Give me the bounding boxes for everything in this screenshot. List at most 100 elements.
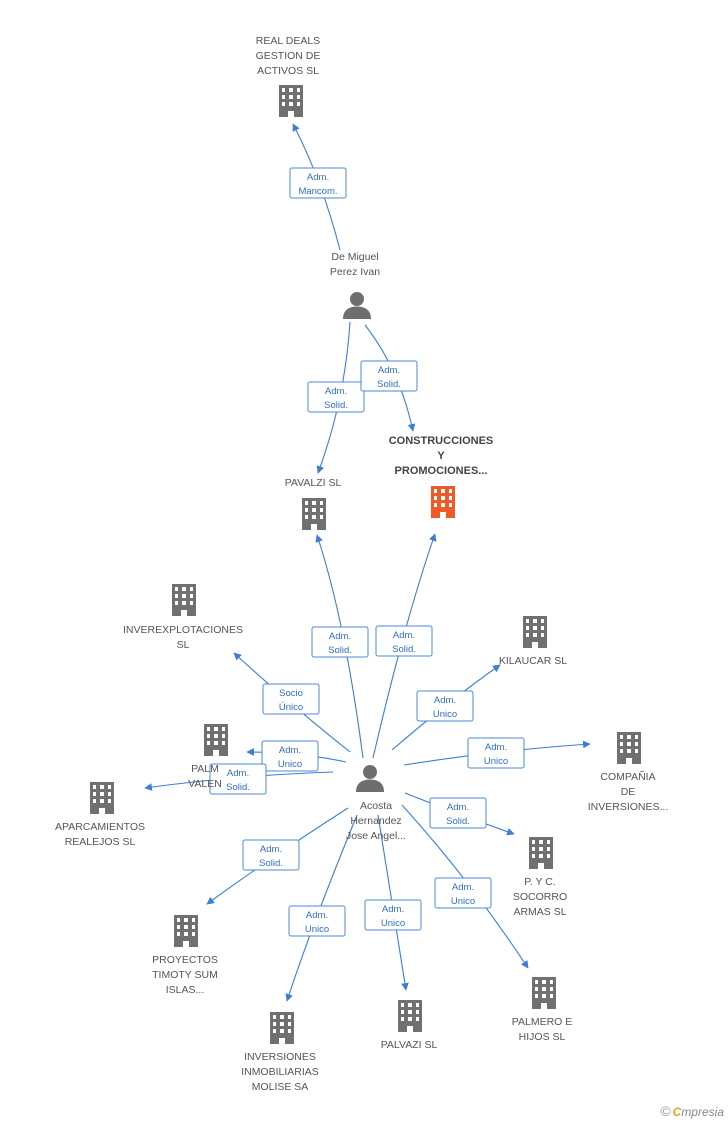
role-label-e4[interactable]: Adm.Solid. bbox=[311, 626, 369, 658]
node-inversiones_molise[interactable]: INVERSIONES INMOBILIARIAS MOLISE SA bbox=[241, 1012, 319, 1093]
role-label-text: Adm. bbox=[307, 172, 329, 183]
role-label-text: Adm. bbox=[447, 802, 469, 813]
node-construcciones[interactable]: CONSTRUCCIONES Y PROMOCIONES... bbox=[389, 435, 494, 518]
person-icon bbox=[356, 765, 384, 792]
role-label-text: Adm. bbox=[279, 745, 301, 756]
role-label-e7[interactable]: Adm.Unico bbox=[416, 690, 474, 722]
node-label-acosta: Hernandez bbox=[350, 815, 401, 827]
role-label-text: Solid. bbox=[392, 644, 416, 655]
node-label-palmero_valencia: PALM bbox=[191, 763, 219, 775]
building-icon bbox=[617, 732, 641, 764]
node-label-aparcamientos: APARCAMIENTOS bbox=[55, 821, 145, 833]
building-icon bbox=[174, 915, 198, 947]
node-label-acosta: Acosta bbox=[360, 800, 392, 812]
node-label-compania: COMPAÑIA bbox=[600, 770, 655, 783]
role-label-text: Unico bbox=[381, 918, 405, 929]
node-label-construcciones: CONSTRUCCIONES bbox=[389, 435, 494, 447]
node-pavalzi[interactable]: PAVALZI SL bbox=[285, 477, 342, 530]
role-label-e15[interactable]: Adm.Unico bbox=[434, 877, 492, 909]
role-label-text: Unico bbox=[484, 756, 508, 767]
role-label-text: Unico bbox=[433, 709, 457, 720]
building-icon bbox=[270, 1012, 294, 1044]
role-label-e5[interactable]: Adm.Solid. bbox=[375, 625, 433, 657]
node-proyectos_timoty[interactable]: PROYECTOS TIMOTY SUM ISLAS... bbox=[152, 915, 218, 996]
node-label-inverexplotaciones: SL bbox=[177, 639, 190, 651]
node-compania[interactable]: COMPAÑIA DE INVERSIONES... bbox=[588, 732, 669, 813]
node-label-de_miguel: De Miguel bbox=[331, 251, 378, 263]
node-label-real_deals: ACTIVOS SL bbox=[257, 65, 319, 77]
brand-logo-initial: C bbox=[672, 1105, 682, 1119]
node-inverexplotaciones[interactable]: INVEREXPLOTACIONES SL bbox=[123, 584, 243, 651]
brand-footer[interactable]: ©Cmpresia bbox=[660, 1103, 724, 1119]
node-label-compania: INVERSIONES... bbox=[588, 801, 669, 813]
building-icon bbox=[532, 977, 556, 1009]
building-icon bbox=[302, 498, 326, 530]
node-label-proyectos_timoty: TIMOTY SUM bbox=[152, 969, 218, 981]
node-palmero_valencia[interactable]: PALM VALEN bbox=[188, 724, 228, 790]
copyright-symbol: © bbox=[660, 1103, 671, 1119]
node-label-kilaucar: KILAUCAR SL bbox=[499, 655, 567, 667]
role-label-e8[interactable]: Adm. Unico bbox=[261, 740, 319, 772]
node-label-inverexplotaciones: INVEREXPLOTACIONES bbox=[123, 624, 243, 636]
node-label-palmero_hijos: HIJOS SL bbox=[519, 1031, 566, 1043]
brand-logo-text: mpresia bbox=[681, 1105, 724, 1119]
role-label-text: Solid. bbox=[446, 816, 470, 827]
role-label-e1[interactable]: Adm.Mancom. bbox=[289, 167, 347, 199]
role-label-text: Adm. bbox=[325, 386, 347, 397]
role-label-e12[interactable]: Adm. Solid. bbox=[242, 839, 300, 871]
node-label-palmero_hijos: PALMERO E bbox=[512, 1016, 573, 1028]
role-label-e2[interactable]: Adm. Solid. bbox=[307, 381, 365, 413]
node-label-pyc_socorro: P. Y C. bbox=[524, 876, 556, 888]
role-label-text: Adm. bbox=[485, 742, 507, 753]
node-label-inversiones_molise: INVERSIONES bbox=[244, 1051, 316, 1063]
node-label-proyectos_timoty: ISLAS... bbox=[166, 984, 205, 996]
node-label-pyc_socorro: SOCORRO bbox=[513, 891, 567, 903]
building-icon bbox=[204, 724, 228, 756]
role-label-text: Solid. bbox=[324, 400, 348, 411]
role-label-e14[interactable]: Adm.Unico bbox=[364, 899, 422, 931]
role-label-text: Unico bbox=[451, 896, 475, 907]
node-label-aparcamientos: REALEJOS SL bbox=[65, 836, 136, 848]
node-real_deals[interactable]: REAL DEALS GESTION DE ACTIVOS SL bbox=[256, 35, 321, 117]
role-label-text: Adm. bbox=[306, 910, 328, 921]
building-icon bbox=[172, 584, 196, 616]
role-label-e3[interactable]: Adm.Solid. bbox=[360, 360, 418, 392]
node-label-inversiones_molise: MOLISE SA bbox=[252, 1081, 309, 1093]
node-label-pavalzi: PAVALZI SL bbox=[285, 477, 342, 489]
role-label-e9[interactable]: Adm. Solid. bbox=[209, 763, 267, 795]
building-icon bbox=[529, 837, 553, 869]
node-label-compania: DE bbox=[621, 786, 636, 798]
node-label-palmero_valencia: VALEN bbox=[188, 778, 222, 790]
role-label-text: Unico bbox=[278, 759, 302, 770]
node-label-real_deals: GESTION DE bbox=[256, 50, 321, 62]
node-label-construcciones: PROMOCIONES... bbox=[395, 465, 488, 477]
role-label-text: Solid. bbox=[226, 782, 250, 793]
node-kilaucar[interactable]: KILAUCAR SL bbox=[499, 616, 567, 667]
node-label-construcciones: Y bbox=[437, 450, 445, 462]
node-palvazi[interactable]: PALVAZI SL bbox=[381, 1000, 438, 1051]
node-label-proyectos_timoty: PROYECTOS bbox=[152, 954, 218, 966]
node-label-real_deals: REAL DEALS bbox=[256, 35, 320, 47]
person-icon bbox=[343, 292, 371, 319]
building-icon bbox=[398, 1000, 422, 1032]
role-label-e11[interactable]: Adm. Solid. bbox=[429, 797, 487, 829]
building-icon bbox=[523, 616, 547, 648]
building-icon bbox=[431, 486, 455, 518]
node-label-inversiones_molise: INMOBILIARIAS bbox=[241, 1066, 319, 1078]
role-label-text: Adm. bbox=[227, 768, 249, 779]
role-label-text: Solid. bbox=[259, 858, 283, 869]
node-label-de_miguel: Perez Ivan bbox=[330, 266, 380, 278]
node-aparcamientos[interactable]: APARCAMIENTOS REALEJOS SL bbox=[55, 782, 145, 848]
role-label-text: Unico bbox=[305, 924, 329, 935]
role-label-text: Solid. bbox=[377, 379, 401, 390]
role-label-text: Adm. bbox=[260, 844, 282, 855]
node-label-acosta: Jose Angel... bbox=[346, 830, 406, 842]
role-label-e13[interactable]: Adm. Unico bbox=[288, 905, 346, 937]
node-palmero_hijos[interactable]: PALMERO E HIJOS SL bbox=[512, 977, 573, 1043]
role-label-e10[interactable]: Adm. Unico bbox=[467, 737, 525, 769]
